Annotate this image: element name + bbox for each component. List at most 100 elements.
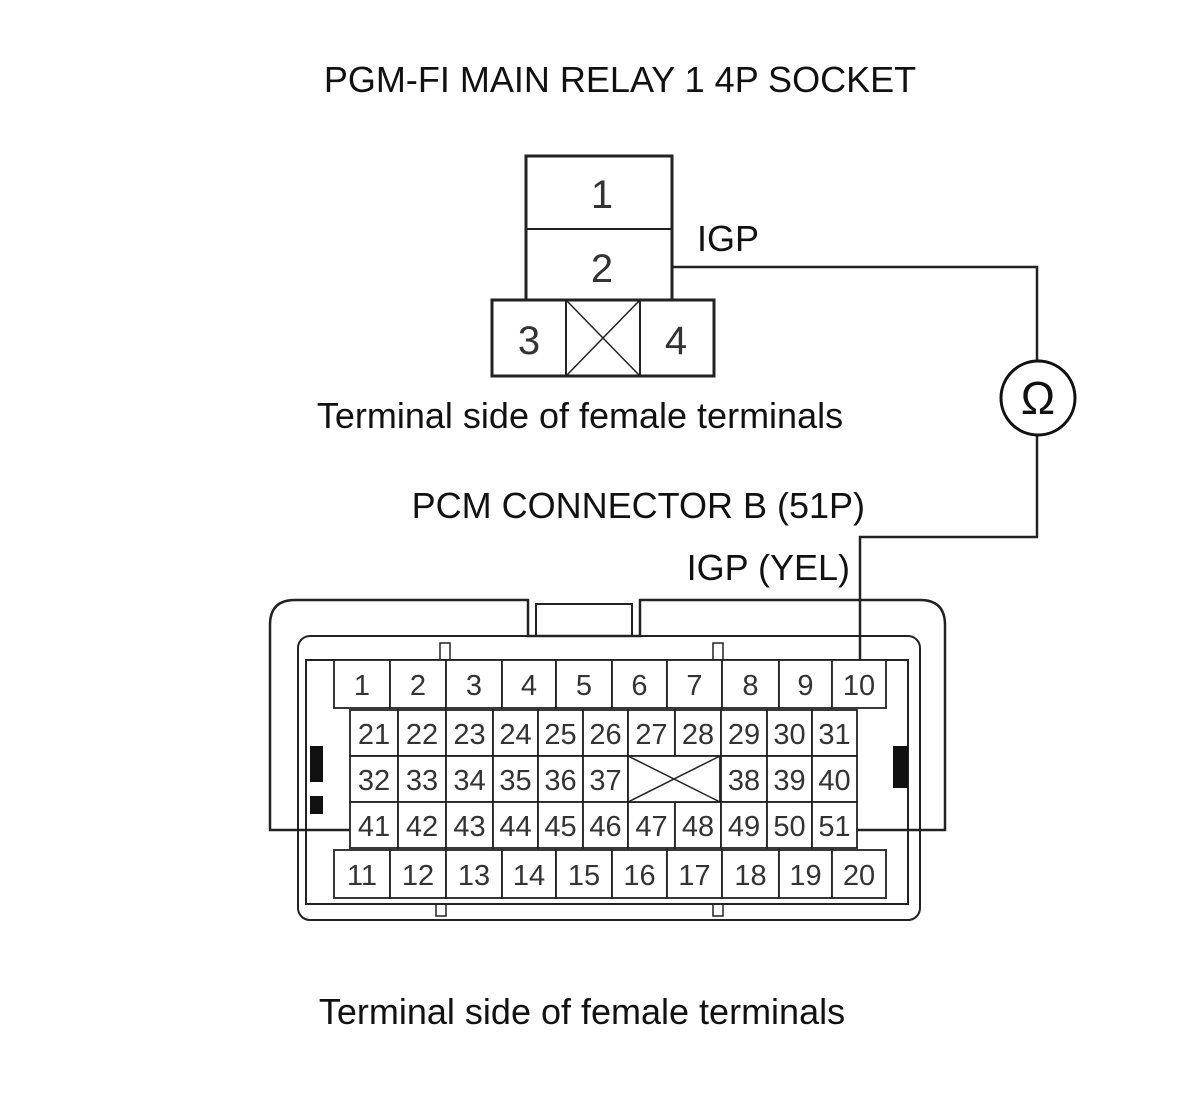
pin-label-24: 24 [499,719,531,751]
pin-label-28: 28 [682,719,714,751]
pin-cell-11 [333,849,391,899]
pin-label-2: 2 [410,670,426,702]
pin-cell-40 [811,755,858,803]
pin-label-1: 1 [354,670,370,702]
pin-label-4: 4 [521,670,537,702]
pin-label-39: 39 [773,765,805,797]
pin-cell-18 [721,849,780,899]
pin-cell-31 [811,709,858,757]
pin-cell-1 [333,659,391,709]
pin-cell-43 [445,801,494,849]
igp-yel-label: IGP (YEL) [687,547,850,588]
pin-label-44: 44 [499,811,531,843]
pin-cell-19 [778,849,833,899]
pin-label-50: 50 [773,811,805,843]
ohm-symbol: Ω [1021,372,1055,424]
pin-label-6: 6 [631,670,647,702]
relay-pin-4: 4 [665,319,687,363]
pin-label-14: 14 [513,860,545,892]
pin-label-47: 47 [635,811,667,843]
pin-cell-15 [555,849,613,899]
pin-cell-6 [611,659,668,709]
pin-cell-14 [501,849,557,899]
latch-right [893,746,908,788]
test-wire [672,265,1039,662]
pin-label-17: 17 [678,860,710,892]
pin-label-13: 13 [458,860,490,892]
ohmmeter-icon: Ω [999,359,1077,437]
pin-cell-4 [501,659,557,709]
pin-cell-10 [831,659,887,709]
relay-pin-2: 2 [591,247,613,291]
pin-cell-30 [766,709,813,757]
pin-label-35: 35 [499,765,531,797]
pin-label-30: 30 [773,719,805,751]
pin-label-34: 34 [453,765,485,797]
relay-pin-1: 1 [591,173,613,217]
pin-label-46: 46 [589,811,621,843]
pin-label-37: 37 [589,765,621,797]
pin-cell-39 [766,755,813,803]
pin-cell-16 [611,849,668,899]
pin-cell-20 [831,849,887,899]
pin-cell-51 [811,801,858,849]
pin-label-5: 5 [576,670,592,702]
pin-cell-46 [582,801,629,849]
pin-label-8: 8 [742,670,758,702]
igp-label: IGP [697,218,759,259]
relay-pin-3: 3 [518,319,540,363]
pin-label-12: 12 [402,860,434,892]
pin-label-18: 18 [734,860,766,892]
pcm-title: PCM CONNECTOR B (51P) [412,485,865,526]
relay-title: PGM-FI MAIN RELAY 1 4P SOCKET [324,59,916,100]
pin-cell-42 [397,801,447,849]
pin-cell-37 [582,755,629,803]
pcm-caption: Terminal side of female terminals [319,991,845,1032]
pin-label-48: 48 [682,811,714,843]
pin-label-23: 23 [453,719,485,751]
pin-label-16: 16 [623,860,655,892]
relay-socket: 1 2 3 4 [490,154,716,378]
relay-caption: Terminal side of female terminals [317,395,843,436]
pin-cell-9 [778,659,833,709]
pin-label-45: 45 [544,811,576,843]
pin-cell-12 [389,849,447,899]
pin-label-38: 38 [728,765,760,797]
pin-cell-48 [674,801,722,849]
pin-cell-13 [445,849,503,899]
pin-label-32: 32 [358,765,390,797]
pin-label-25: 25 [544,719,576,751]
pin-label-19: 19 [789,860,821,892]
pin-label-22: 22 [406,719,438,751]
pin-label-26: 26 [589,719,621,751]
pin-cell-49 [720,801,768,849]
pin-label-11: 11 [347,860,377,892]
pin-label-15: 15 [568,860,600,892]
pin-cell-8 [721,659,780,709]
pin-cell-36 [537,755,584,803]
pin-label-42: 42 [406,811,438,843]
pin-label-41: 41 [358,811,390,843]
pin-cell-17 [666,849,723,899]
pin-label-43: 43 [453,811,485,843]
pin-label-49: 49 [728,811,760,843]
pin-cell-50 [766,801,813,849]
pin-label-33: 33 [406,765,438,797]
pin-label-40: 40 [818,765,850,797]
latch-left-upper [310,746,323,782]
pin-label-29: 29 [728,719,760,751]
pin-label-9: 9 [797,670,813,702]
pin-cell-7 [666,659,723,709]
pin-label-51: 51 [818,811,850,843]
pin-label-10: 10 [843,670,875,702]
pin-cell-32 [349,755,399,803]
pin-label-31: 31 [818,719,850,751]
latch-left-lower [310,796,323,814]
pin-cell-2 [389,659,447,709]
pin-label-21: 21 [358,719,390,751]
pin-cell-45 [537,801,584,849]
pin-cell-44 [492,801,539,849]
pin-cell-41 [349,801,399,849]
